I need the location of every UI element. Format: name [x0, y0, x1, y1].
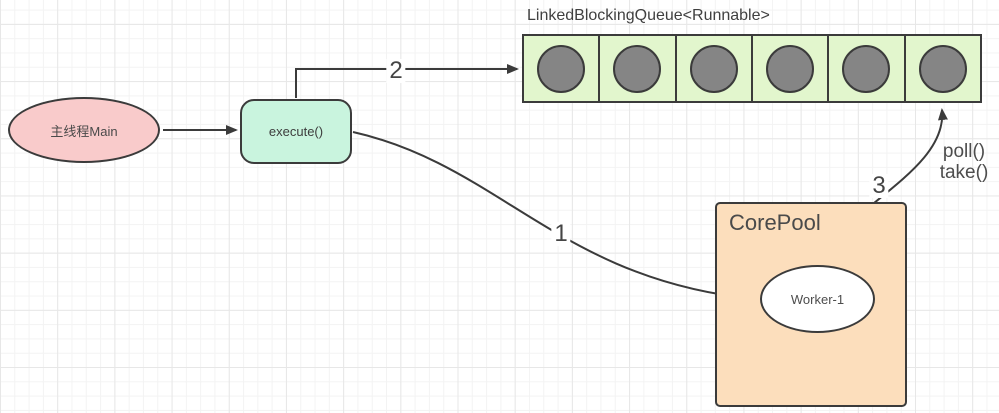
step3-label: 3: [869, 174, 889, 198]
worker-node: Worker-1: [760, 265, 875, 333]
queue-cell: [674, 36, 751, 101]
task-circle: [842, 44, 891, 93]
task-circle: [613, 44, 662, 93]
task-circle: [689, 44, 738, 93]
take-label: take(): [939, 162, 989, 183]
main-thread-label: 主线程Main: [50, 123, 118, 139]
arrow-step1-to-worker: [352, 131, 757, 304]
queue-cell: [750, 36, 827, 101]
task-circle: [537, 44, 586, 93]
queue-cell: [903, 36, 980, 101]
task-circle: [766, 44, 815, 93]
arrow-step2-to-queue: [295, 64, 519, 98]
poll-label: poll(): [942, 141, 986, 162]
queue-title: LinkedBlockingQueue<Runnable>: [527, 7, 770, 24]
corepool-label: CorePool: [729, 210, 821, 235]
task-circle: [918, 44, 967, 93]
queue-cells: [522, 34, 982, 103]
queue-cell: [598, 36, 674, 101]
main-thread-node: 主线程Main: [8, 97, 160, 163]
worker-label: Worker-1: [790, 291, 845, 307]
step1-label: 1: [551, 222, 571, 246]
poll-take-label: poll() take(): [933, 141, 995, 183]
step2-label: 2: [386, 59, 406, 83]
queue-cell: [524, 36, 598, 101]
execute-label: execute(): [268, 124, 324, 139]
execute-node: execute(): [240, 99, 352, 164]
queue-cell: [827, 36, 903, 101]
